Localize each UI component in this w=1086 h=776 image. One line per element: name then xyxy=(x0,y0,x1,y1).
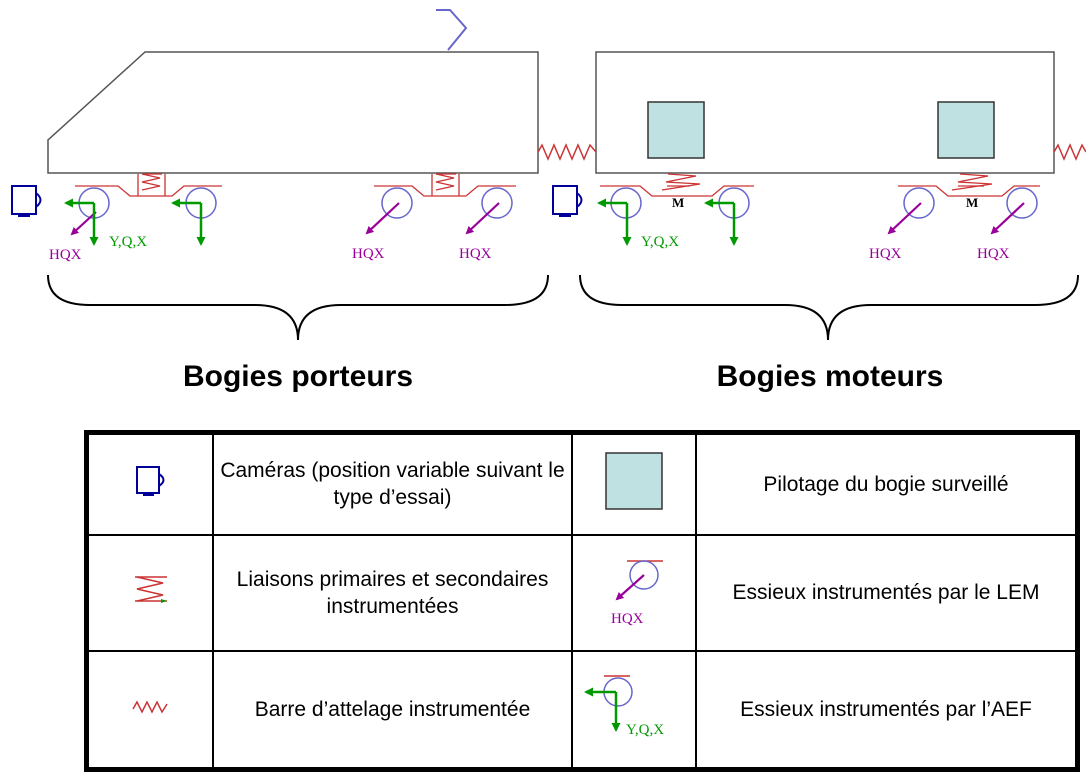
bogie-frame-1 xyxy=(75,173,222,197)
legend-row: Liaisons primaires et secondaires instru… xyxy=(85,533,1079,653)
legend-icon-cell: Y,Q,X xyxy=(571,650,697,771)
yqx-arrows xyxy=(64,198,739,246)
legend-text: Barre d’attelage instrumentée xyxy=(254,697,531,721)
legend-icon-cell xyxy=(571,431,697,536)
legend-text-cell: Caméras (position variable suivant le ty… xyxy=(212,431,573,536)
pilot-box-1 xyxy=(647,101,705,159)
camera-icon xyxy=(552,185,583,217)
brace-right xyxy=(579,274,1079,341)
legend-row: Barre d’attelage instrumentée Y,Q,X Essi… xyxy=(85,650,1079,771)
bogie-frame-2 xyxy=(374,173,516,197)
legend-text-cell: Pilotage du bogie surveillé xyxy=(695,431,1079,536)
yqx-label: Y,Q,X xyxy=(641,234,679,250)
motor-label: M xyxy=(966,195,978,210)
pilot-box-2 xyxy=(937,101,995,159)
train-diagram: HQX HQX HQX HQX HQX Y,Q,X Y,Q,X M M xyxy=(11,9,1086,341)
pantograph xyxy=(436,9,468,51)
motor-label: M xyxy=(672,195,684,210)
axle-hqx-icon: HQX xyxy=(611,560,663,627)
group-label-motor: Bogies moteurs xyxy=(716,360,944,393)
legend-text: Caméras (position variable suivant le ty… xyxy=(220,459,565,510)
legend-text-cell: Barre d’attelage instrumentée xyxy=(212,650,573,771)
legend-text-cell: Essieux instrumentés par le LEM xyxy=(695,533,1079,653)
spring-icon xyxy=(134,576,167,604)
legend-table: Caméras (position variable suivant le ty… xyxy=(84,430,1080,772)
legend-text-cell: Liaisons primaires et secondaires instru… xyxy=(212,533,573,653)
yqx-label: Y,Q,X xyxy=(109,234,147,250)
hqx-label: HQX xyxy=(352,246,385,262)
hqx-label: HQX xyxy=(49,247,82,263)
legend-text-cell: Essieux instrumentés par l’AEF xyxy=(695,650,1079,771)
hqx-label: HQX xyxy=(611,611,644,627)
axle-yqx-icon: Y,Q,X xyxy=(584,675,664,738)
brace-left xyxy=(47,274,549,341)
bogie-frame-4 xyxy=(898,173,1040,197)
zigzag-icon xyxy=(131,700,168,714)
left-car-body xyxy=(47,51,539,174)
legend-text: Pilotage du bogie surveillé xyxy=(763,472,1009,496)
legend-text: Essieux instrumentés par le LEM xyxy=(732,581,1040,605)
legend-icon-cell xyxy=(85,650,214,771)
yqx-label: Y,Q,X xyxy=(626,722,664,738)
legend-row: Caméras (position variable suivant le ty… xyxy=(85,431,1079,536)
pilot-box-icon xyxy=(605,451,663,510)
hqx-label: HQX xyxy=(869,246,902,262)
group-label-carrier: Bogies porteurs xyxy=(182,360,414,393)
coupling-bar-1 xyxy=(537,143,597,161)
camera-icon xyxy=(11,185,42,217)
legend-icon-cell: HQX xyxy=(571,533,697,653)
coupling-bar-2 xyxy=(1053,143,1086,161)
hqx-label: HQX xyxy=(977,246,1010,262)
hqx-arrows xyxy=(70,202,1025,236)
legend-text: Liaisons primaires et secondaires instru… xyxy=(236,567,549,618)
bogie-frame-3 xyxy=(600,173,754,197)
camera-icon xyxy=(135,465,164,496)
legend-icon-cell xyxy=(85,431,214,536)
hqx-label: HQX xyxy=(459,246,492,262)
legend-icon-cell xyxy=(85,533,214,653)
legend-text: Essieux instrumentés par l’AEF xyxy=(740,697,1032,721)
